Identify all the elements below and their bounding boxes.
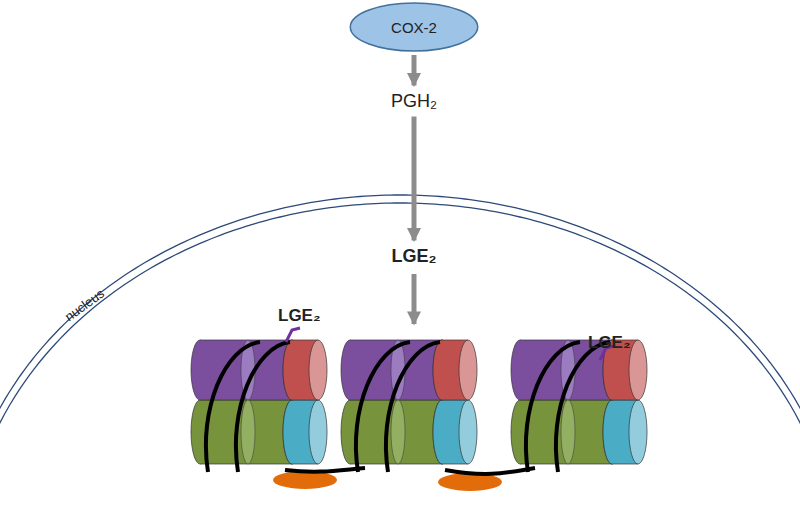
flow-arrow: [412, 117, 417, 241]
dna-wrap: [206, 342, 260, 472]
cylinder-edge: [292, 464, 318, 465]
arrow: [412, 274, 417, 324]
adduct-text-node: LGE₂: [388, 244, 441, 269]
linker-dna: [445, 468, 535, 474]
cylinder-cap: [629, 340, 647, 400]
cylinder-edge: [292, 400, 318, 401]
cylinder-edge: [350, 464, 442, 465]
cylinder-edge: [350, 340, 442, 341]
adduct-mark: [286, 328, 300, 342]
nuclear-membrane-inner: [0, 203, 800, 433]
ellipse-fill: [350, 3, 477, 51]
dna-wrap: [526, 342, 580, 472]
cylinder-edge: [442, 464, 468, 465]
cylinder-band: [241, 400, 255, 464]
flow-arrow: [412, 55, 417, 86]
cylinder-band: [391, 400, 405, 464]
cylinder-cap: [309, 400, 327, 464]
cylinder-edge: [442, 400, 468, 401]
cylinder-cap: [629, 400, 647, 464]
node-text: COX-2: [391, 19, 437, 36]
cylinder-edge: [292, 400, 318, 401]
enzyme-ellipse: COX-2: [349, 2, 479, 52]
dna-wrap: [386, 342, 440, 472]
cylinder-edge: [520, 464, 612, 465]
cylinder-band: [561, 400, 575, 464]
cylinder-body: [200, 400, 292, 464]
dna-wrap: [236, 342, 290, 472]
adduct-label: LGE₂: [278, 306, 321, 326]
cylinder-edge: [200, 340, 292, 341]
adduct-label: LGE₂: [588, 333, 631, 353]
cylinder-edge: [612, 464, 638, 465]
nucleosome: [191, 340, 327, 472]
nucleosome: [341, 340, 477, 472]
cylinder-edge: [442, 400, 468, 401]
cylinder-edge: [292, 340, 318, 341]
cylinder-body: [350, 400, 442, 464]
cylinder-edge: [442, 340, 468, 341]
node-text: PGH₂: [391, 91, 437, 112]
linker-dna: [285, 468, 365, 472]
nuclear-membrane-outer: [0, 195, 800, 417]
dna-wrap: [556, 342, 610, 472]
cylinder-cap: [459, 400, 477, 464]
metabolite-text-node: PGH₂: [387, 89, 441, 114]
cylinder-edge: [612, 400, 638, 401]
dna-wrap: [356, 342, 410, 472]
cylinder-cap: [309, 340, 327, 400]
cylinder-edge: [200, 464, 292, 465]
cylinder-cap: [459, 340, 477, 400]
cylinder-edge: [612, 400, 638, 401]
node-text: LGE₂: [392, 246, 437, 267]
compartment-label: nucleus: [62, 286, 107, 324]
cylinder-body: [520, 400, 612, 464]
linker-protein: [273, 471, 337, 489]
nucleosome: [511, 340, 647, 472]
